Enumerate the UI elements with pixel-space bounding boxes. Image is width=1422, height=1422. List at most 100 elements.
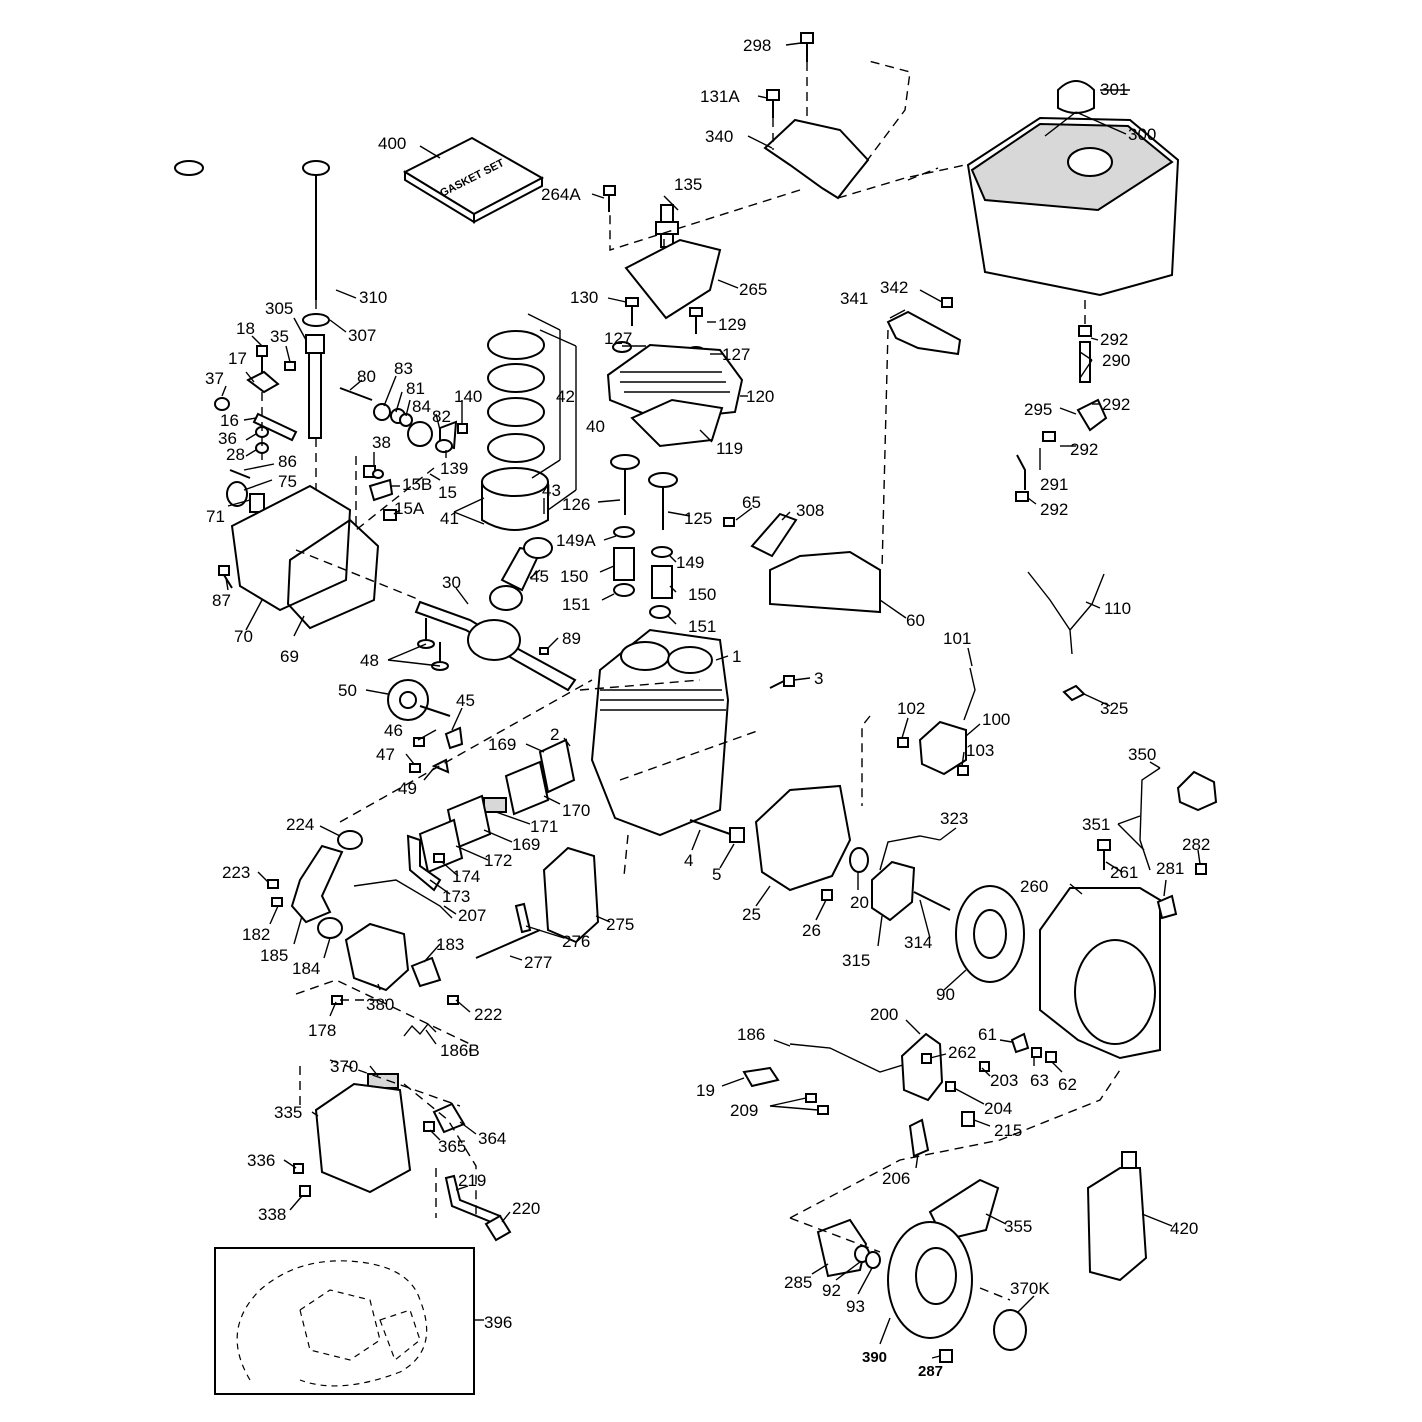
label-151-b: 151 (688, 617, 716, 636)
part-125-valve (648, 472, 678, 530)
part-governor-gear (339, 387, 468, 453)
label-300: 300 (1128, 125, 1156, 144)
part-63-screw (1031, 1047, 1042, 1058)
label-209: 209 (730, 1101, 758, 1120)
label-186: 186 (737, 1025, 765, 1044)
label-287: 287 (918, 1363, 943, 1380)
part-396-inset (214, 1247, 475, 1395)
label-172: 172 (484, 851, 512, 870)
label-174: 174 (452, 867, 480, 886)
label-206: 206 (882, 1169, 910, 1188)
label-120: 120 (746, 387, 774, 406)
part-151-seal-b (649, 605, 671, 619)
label-291: 291 (1040, 475, 1068, 494)
part-183-bracket (410, 956, 442, 988)
label-20: 20 (850, 893, 869, 912)
part-336-screw (293, 1163, 304, 1174)
label-260: 260 (1020, 877, 1048, 896)
part-70-crankcase-cover (230, 484, 352, 612)
label-207: 207 (458, 906, 486, 925)
label-70: 70 (234, 627, 253, 646)
label-400: 400 (378, 134, 406, 153)
label-264A: 264A (541, 185, 581, 204)
label-131A: 131A (700, 87, 740, 106)
label-219: 219 (458, 1171, 486, 1190)
label-15B: 15B (402, 475, 432, 494)
label-47: 47 (376, 745, 395, 764)
label-48: 48 (360, 651, 379, 670)
part-220-knob (484, 1214, 512, 1242)
part-20-seal (849, 847, 869, 873)
label-285: 285 (784, 1273, 812, 1292)
part-50-cam-gear (387, 679, 451, 721)
part-90-flywheel (955, 885, 1025, 983)
part-351-tube (1139, 767, 1161, 871)
part-130-bolt (625, 297, 639, 326)
part-42-piston-rings (487, 330, 545, 463)
label-83: 83 (394, 359, 413, 378)
part-290-fuel-line-set (1015, 325, 1108, 502)
label-184: 184 (292, 959, 320, 978)
label-364: 364 (478, 1129, 506, 1148)
label-222: 222 (474, 1005, 502, 1024)
label-3: 3 (814, 669, 823, 688)
label-355: 355 (1004, 1217, 1032, 1236)
label-223: 223 (222, 863, 250, 882)
label-185: 185 (260, 946, 288, 965)
label-19: 19 (696, 1081, 715, 1100)
part-222-screw (447, 995, 459, 1005)
label-171: 171 (530, 817, 558, 836)
label-93: 93 (846, 1297, 865, 1316)
label-38: 38 (372, 433, 391, 452)
part-61-clip (1010, 1032, 1030, 1054)
label-139: 139 (440, 459, 468, 478)
part-100-module (918, 720, 967, 776)
label-5: 5 (712, 865, 721, 884)
part-150-spring-a (613, 547, 635, 581)
part-308-bracket (750, 512, 798, 558)
part-135-spark-plug (655, 204, 679, 248)
part-174-screw (433, 853, 445, 863)
part-173-tube (406, 834, 442, 892)
label-390: 390 (862, 1349, 887, 1366)
label-224: 224 (286, 815, 314, 834)
label-71: 71 (206, 507, 225, 526)
label-28: 28 (226, 445, 245, 464)
label-150-a: 150 (560, 567, 588, 586)
label-92: 92 (822, 1281, 841, 1300)
part-1-cylinder-block (590, 628, 730, 837)
part-65-screw (723, 517, 735, 527)
parts-drawing: GASKET SET (174, 32, 1218, 1395)
part-149A-retainer (613, 526, 635, 538)
label-127-b: 127 (722, 345, 750, 364)
label-170: 170 (562, 801, 590, 820)
label-4: 4 (684, 851, 693, 870)
part-323-wire (879, 835, 941, 871)
part-62-nut (1045, 1051, 1057, 1063)
label-307: 307 (348, 326, 376, 345)
part-127-washer-a (612, 341, 632, 353)
label-215: 215 (994, 1121, 1022, 1140)
label-281: 281 (1156, 859, 1184, 878)
label-338: 338 (258, 1205, 286, 1224)
label-183: 183 (436, 935, 464, 954)
label-277: 277 (524, 953, 552, 972)
part-labels: 298 131A 340 301 300 400 135 264A 265 31… (205, 36, 1210, 1380)
label-335: 335 (274, 1103, 302, 1122)
part-89-key (539, 647, 549, 655)
label-292-a: 292 (1100, 330, 1128, 349)
label-370K: 370K (1010, 1279, 1050, 1298)
part-186-link (789, 1043, 907, 1073)
label-125: 125 (684, 509, 712, 528)
label-129: 129 (718, 315, 746, 334)
label-314: 314 (904, 933, 932, 952)
part-310-dipstick (174, 160, 330, 300)
label-261: 261 (1110, 863, 1138, 882)
label-308: 308 (796, 501, 824, 520)
label-15A: 15A (394, 499, 425, 518)
label-126: 126 (562, 495, 590, 514)
label-69: 69 (280, 647, 299, 666)
label-149: 149 (676, 553, 704, 572)
label-25: 25 (742, 905, 761, 924)
leader-lines (221, 42, 1201, 1359)
